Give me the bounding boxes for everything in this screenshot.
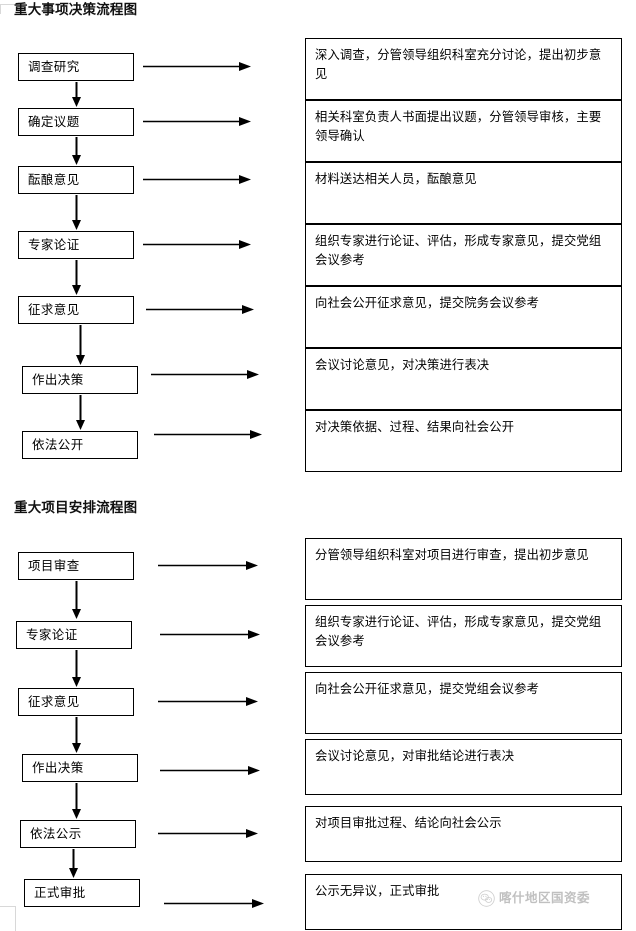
step-label: 调查研究 xyxy=(28,58,80,74)
desc-box-1-6: 会议讨论意见，对决策进行表决 xyxy=(305,348,622,410)
right-arrow-2-1 xyxy=(158,560,258,571)
down-arrow-2-5 xyxy=(68,849,79,878)
down-arrow-1-1 xyxy=(71,82,82,107)
step-box-2-3[interactable]: 征求意见 xyxy=(18,688,134,716)
desc-text: 分管领导组织科室对项目进行审查，提出初步意见 xyxy=(315,548,589,562)
page-corner-mark-bottom-left xyxy=(0,906,16,931)
flowchart-2-title: 重大项目安排流程图 xyxy=(14,500,138,516)
step-box-1-6[interactable]: 作出决策 xyxy=(22,366,138,394)
step-label: 专家论证 xyxy=(28,236,80,252)
step-label: 依法公开 xyxy=(32,436,84,452)
desc-box-1-1: 深入调查，分管领导组织科室充分讨论，提出初步意见 xyxy=(305,38,622,100)
step-label: 征求意见 xyxy=(28,301,80,317)
down-arrow-1-2 xyxy=(71,137,82,165)
desc-box-1-4: 组织专家进行论证、评估，形成专家意见，提交党组会议参考 xyxy=(305,224,622,286)
right-arrow-2-3 xyxy=(158,696,258,707)
step-label: 征求意见 xyxy=(28,693,80,709)
step-label: 确定议题 xyxy=(28,113,80,129)
down-arrow-2-1 xyxy=(71,581,82,619)
desc-text: 组织专家进行论证、评估，形成专家意见，提交党组会议参考 xyxy=(315,615,602,649)
desc-box-1-2: 相关科室负责人书面提出议题，分管领导审核，主要领导确认 xyxy=(305,100,622,162)
desc-box-1-5: 向社会公开征求意见，提交院务会议参考 xyxy=(305,286,622,348)
step-box-2-1[interactable]: 项目审查 xyxy=(18,552,134,580)
right-arrow-1-1 xyxy=(143,61,251,72)
desc-text: 深入调查，分管领导组织科室充分讨论，提出初步意见 xyxy=(315,48,602,82)
desc-text: 向社会公开征求意见，提交院务会议参考 xyxy=(315,296,540,310)
right-arrow-2-5 xyxy=(158,828,258,839)
down-arrow-2-3 xyxy=(71,717,82,753)
page-corner-mark-top-left xyxy=(0,4,16,14)
step-label: 依法公示 xyxy=(30,825,82,841)
desc-box-1-3: 材料送达相关人员，酝酿意见 xyxy=(305,162,622,224)
desc-box-2-3: 向社会公开征求意见，提交党组会议参考 xyxy=(305,672,622,734)
right-arrow-1-7 xyxy=(154,429,262,440)
step-box-2-6[interactable]: 正式审批 xyxy=(24,879,140,907)
desc-text: 会议讨论意见，对审批结论进行表决 xyxy=(315,749,515,763)
desc-box-1-7: 对决策依据、过程、结果向社会公开 xyxy=(305,410,622,472)
desc-box-2-2: 组织专家进行论证、评估，形成专家意见，提交党组会议参考 xyxy=(305,605,622,667)
down-arrow-1-4 xyxy=(71,260,82,295)
right-arrow-1-2 xyxy=(143,116,251,127)
right-arrow-2-6 xyxy=(164,898,264,909)
desc-box-2-1: 分管领导组织科室对项目进行审查，提出初步意见 xyxy=(305,538,622,600)
down-arrow-1-5 xyxy=(75,325,86,365)
desc-text: 对项目审批过程、结论向社会公示 xyxy=(315,816,502,830)
down-arrow-1-6 xyxy=(75,395,86,430)
desc-box-2-5: 对项目审批过程、结论向社会公示 xyxy=(305,806,622,862)
step-box-2-4[interactable]: 作出决策 xyxy=(22,754,138,782)
desc-box-2-4: 会议讨论意见，对审批结论进行表决 xyxy=(305,739,622,795)
right-arrow-2-4 xyxy=(160,765,260,776)
right-arrow-2-2 xyxy=(160,629,260,640)
step-box-1-4[interactable]: 专家论证 xyxy=(18,231,134,259)
step-label: 专家论证 xyxy=(26,626,78,642)
desc-text: 对决策依据、过程、结果向社会公开 xyxy=(315,420,515,434)
right-arrow-1-5 xyxy=(146,304,254,315)
step-label: 作出决策 xyxy=(32,371,84,387)
down-arrow-2-2 xyxy=(71,650,82,687)
down-arrow-1-3 xyxy=(71,195,82,230)
step-box-1-2[interactable]: 确定议题 xyxy=(18,108,134,136)
step-box-1-3[interactable]: 酝酿意见 xyxy=(18,166,134,194)
down-arrow-2-4 xyxy=(71,783,82,819)
step-label: 作出决策 xyxy=(32,759,84,775)
step-box-1-7[interactable]: 依法公开 xyxy=(22,431,138,459)
step-label: 项目审查 xyxy=(28,557,80,573)
desc-text: 会议讨论意见，对决策进行表决 xyxy=(315,358,490,372)
step-box-2-5[interactable]: 依法公示 xyxy=(20,820,136,848)
desc-text: 向社会公开征求意见，提交党组会议参考 xyxy=(315,682,540,696)
right-arrow-1-6 xyxy=(151,369,259,380)
desc-text: 组织专家进行论证、评估，形成专家意见，提交党组会议参考 xyxy=(315,234,602,268)
desc-text: 材料送达相关人员，酝酿意见 xyxy=(315,172,477,186)
right-arrow-1-4 xyxy=(143,239,251,250)
flowchart-1-title: 重大事项决策流程图 xyxy=(14,2,138,18)
desc-box-2-6: 公示无异议，正式审批 xyxy=(305,874,622,930)
step-box-1-1[interactable]: 调查研究 xyxy=(18,53,134,81)
step-label: 正式审批 xyxy=(34,884,86,900)
desc-text: 相关科室负责人书面提出议题，分管领导审核，主要领导确认 xyxy=(315,110,602,144)
step-box-1-5[interactable]: 征求意见 xyxy=(18,296,134,324)
desc-text: 公示无异议，正式审批 xyxy=(315,884,440,898)
step-box-2-2[interactable]: 专家论证 xyxy=(16,621,132,649)
right-arrow-1-3 xyxy=(143,174,251,185)
step-label: 酝酿意见 xyxy=(28,171,80,187)
